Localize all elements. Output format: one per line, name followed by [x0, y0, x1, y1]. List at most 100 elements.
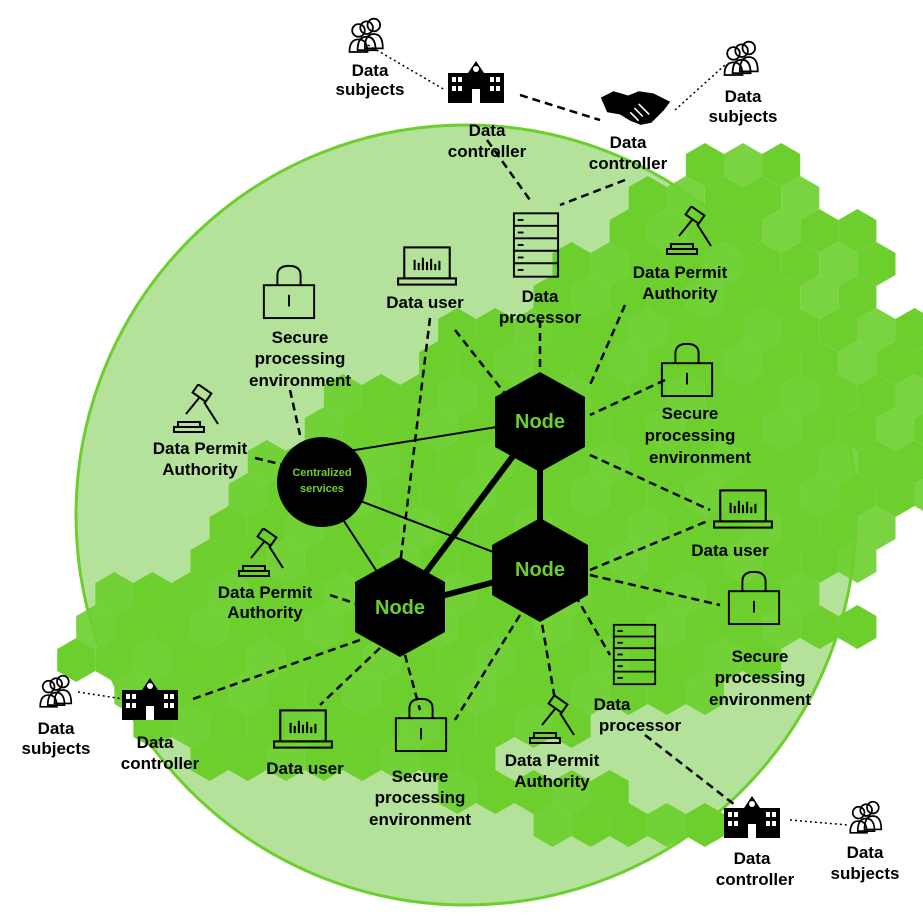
- data-controller-label-1: Data: [734, 849, 771, 868]
- hex-tile: [628, 242, 667, 286]
- hex-tile: [438, 308, 477, 352]
- hex-tile: [247, 704, 286, 748]
- data-controller-label-1: Data: [610, 133, 647, 152]
- data-controller-label-2: controller: [121, 754, 200, 773]
- hex-tile: [800, 407, 839, 451]
- hex-tile: [609, 473, 648, 517]
- hex-tile: [666, 440, 705, 484]
- hex-tile: [704, 638, 743, 682]
- hex-tile: [781, 176, 820, 220]
- data-subjects-label-1: Data: [38, 719, 75, 738]
- hex-tile: [762, 539, 801, 583]
- hex-tile: [800, 473, 839, 517]
- hex-tile: [762, 473, 801, 517]
- hex-tile: [819, 242, 858, 286]
- centralized-services[interactable]: Centralized services: [277, 437, 367, 527]
- hex-tile: [362, 506, 401, 550]
- hex-tile: [647, 209, 686, 253]
- hex-tile: [342, 407, 382, 451]
- hex-tile: [685, 671, 724, 715]
- hex-tile: [628, 572, 667, 616]
- node-right[interactable]: Node: [492, 518, 588, 622]
- hex-tile: [781, 308, 820, 352]
- hex-tile: [743, 176, 782, 220]
- data-permit-authority-label-1: Data Permit: [218, 583, 313, 602]
- hex-tile: [95, 572, 134, 616]
- hex-tile: [457, 341, 496, 385]
- hex-tile: [609, 341, 648, 385]
- data-subjects-label-1: Data: [847, 843, 884, 862]
- hex-tile: [857, 374, 896, 418]
- hex-tile: [342, 539, 382, 583]
- hex-tile: [609, 209, 648, 253]
- data-subjects-label-1: Data: [725, 87, 762, 106]
- hex-tile: [552, 308, 591, 352]
- hex-tile: [381, 737, 420, 781]
- hex-tile: [571, 341, 610, 385]
- hex-tile: [419, 473, 458, 517]
- people-group-icon: [348, 17, 384, 53]
- data-permit-authority-label-1: Data Permit: [633, 263, 728, 282]
- node-top[interactable]: Node: [495, 372, 585, 472]
- hex-tile: [857, 506, 896, 550]
- hex-tile: [724, 143, 763, 187]
- hex-tile: [781, 242, 820, 286]
- spe-label-3: environment: [649, 448, 751, 467]
- hex-tile: [819, 374, 858, 418]
- hex-tile: [323, 374, 362, 418]
- spe-label-2: processing: [255, 349, 346, 368]
- hex-tile: [609, 671, 648, 715]
- hex-tile: [95, 638, 134, 682]
- hex-tile: [362, 374, 401, 418]
- data-processor-label-2: processor: [499, 308, 582, 327]
- hex-tile: [628, 308, 667, 352]
- hex-tile: [171, 572, 210, 616]
- data-processor-label-2: processor: [599, 716, 682, 735]
- hex-tile: [304, 605, 343, 649]
- hex-tile: [171, 638, 210, 682]
- hex-tile: [724, 275, 763, 319]
- people-group-icon: [723, 40, 759, 76]
- hex-tile: [76, 605, 115, 649]
- data-subjects-label-2: subjects: [22, 739, 91, 758]
- hex-tile: [800, 539, 839, 583]
- hex-tile: [571, 803, 610, 847]
- hex-tile: [857, 308, 896, 352]
- hex-tile: [209, 572, 248, 616]
- hex-tile: [228, 605, 267, 649]
- hex-tile: [914, 413, 923, 445]
- hex-tile: [438, 770, 477, 814]
- hex-tile: [743, 242, 782, 286]
- hex-tile: [685, 473, 724, 517]
- centralized-services-label-2: services: [300, 483, 344, 495]
- hex-tile: [476, 308, 515, 352]
- hex-tile: [704, 440, 743, 484]
- hex-tile: [495, 473, 534, 517]
- hex-tile: [838, 275, 877, 319]
- hex-tile: [571, 275, 610, 319]
- node-label: Node: [515, 559, 565, 581]
- hex-tile: [628, 506, 667, 550]
- hex-tile: [762, 275, 801, 319]
- hex-tile: [743, 572, 782, 616]
- hex-tile: [228, 737, 267, 781]
- hex-tile: [819, 308, 858, 352]
- hex-tile: [609, 803, 648, 847]
- hex-tile: [438, 638, 477, 682]
- hex-tile: [590, 440, 629, 484]
- hex-tile: [647, 407, 686, 451]
- data-subjects-label-2: subjects: [831, 864, 900, 883]
- hex-tile: [419, 341, 458, 385]
- hex-tile: [647, 473, 686, 517]
- hex-tile: [666, 572, 705, 616]
- hex-tile: [628, 374, 667, 418]
- node-left[interactable]: Node: [355, 557, 445, 657]
- hex-tile: [704, 572, 743, 616]
- hex-tile: [609, 605, 648, 649]
- hex-tile: [743, 440, 782, 484]
- hex-tile: [190, 605, 229, 649]
- hex-tile: [228, 473, 267, 517]
- hex-tile: [342, 671, 382, 715]
- hex-tile: [304, 539, 343, 583]
